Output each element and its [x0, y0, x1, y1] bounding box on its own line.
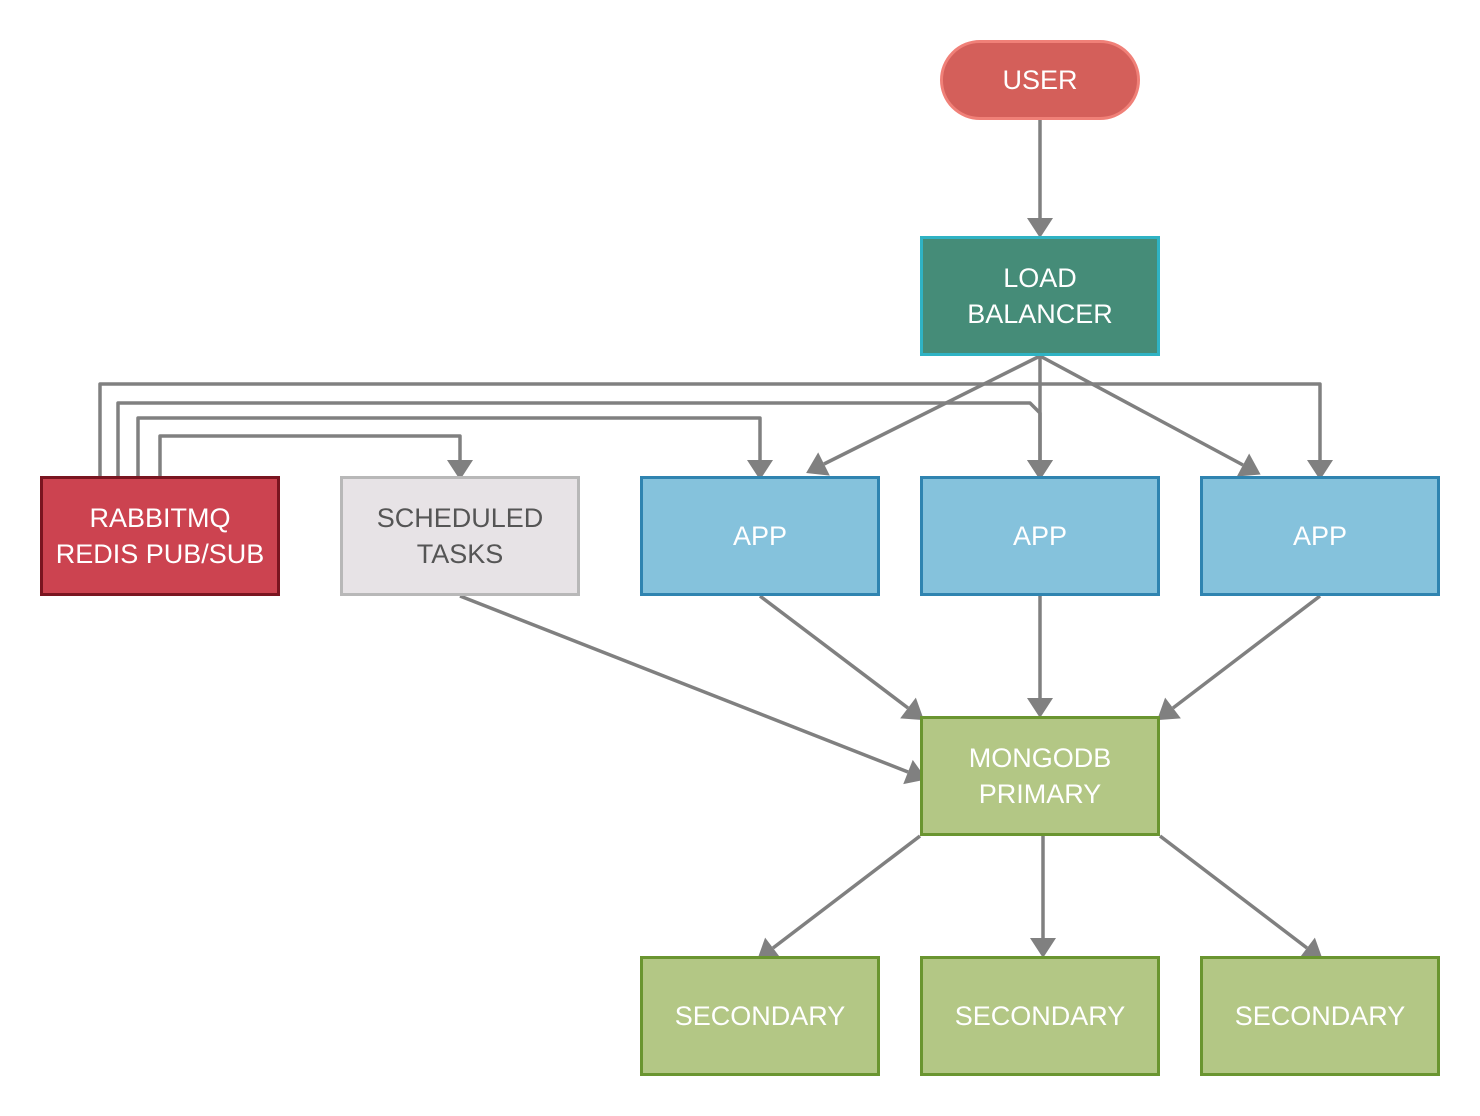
node-label: MONGODB	[969, 743, 1112, 773]
edge-line	[158, 434, 462, 476]
edge-line	[136, 416, 762, 476]
edge-mongodb_primary-to-secondary_3	[1158, 834, 1323, 961]
edge-rabbitmq-to-scheduled_tasks	[158, 434, 473, 480]
node-app-2: APP	[920, 476, 1160, 596]
node-label: PRIMARY	[979, 779, 1102, 809]
edge-line	[1039, 354, 1244, 467]
arrowhead-icon	[1236, 453, 1261, 477]
node-box	[40, 476, 280, 596]
node-label: REDIS PUB/SUB	[56, 539, 265, 569]
arrowhead-icon	[1027, 698, 1053, 718]
node-box	[1200, 956, 1440, 1076]
node-label: USER	[1002, 65, 1077, 95]
node-box	[920, 476, 1160, 596]
arrowhead-icon	[806, 452, 830, 476]
edge-app_1-to-mongodb_primary	[758, 594, 924, 721]
edge-load_balancer-to-app_3	[1039, 354, 1261, 477]
edge-line	[1171, 594, 1322, 710]
arrowhead-icon	[757, 937, 781, 961]
node-scheduled-tasks: SCHEDULED TASKS	[340, 476, 580, 596]
node-label: SECONDARY	[955, 1001, 1126, 1031]
node-label: BALANCER	[967, 299, 1113, 329]
edge-rabbitmq-to-app_3	[98, 382, 1333, 480]
edge-user-to-load_balancer	[1027, 120, 1053, 238]
edge-line	[758, 594, 910, 710]
node-label: APP	[1293, 521, 1347, 551]
node-app-1: APP	[640, 476, 880, 596]
edge-rabbitmq-to-app_1	[136, 416, 773, 480]
node-box	[920, 956, 1160, 1076]
node-app-3: APP	[1200, 476, 1440, 596]
node-secondary-1: SECONDARY	[640, 956, 880, 1076]
arrowhead-icon	[747, 460, 773, 480]
edge-mongodb_primary-to-secondary_2	[1030, 836, 1056, 958]
edges-layer	[98, 120, 1333, 961]
edge-line	[1158, 834, 1309, 950]
arrowhead-icon	[1030, 938, 1056, 958]
node-box	[1200, 476, 1440, 596]
edge-line	[771, 834, 922, 950]
arrowhead-icon	[900, 697, 924, 721]
node-load-balancer: LOAD BALANCER	[920, 236, 1160, 356]
arrowhead-icon	[1027, 460, 1053, 480]
node-label: SECONDARY	[1235, 1001, 1406, 1031]
node-mongodb-primary: MONGODB PRIMARY	[920, 716, 1160, 836]
edge-load_balancer-to-app_1	[806, 354, 1041, 476]
edge-scheduled_tasks-to-mongodb_primary	[459, 594, 927, 785]
node-box	[340, 476, 580, 596]
edge-line	[823, 354, 1041, 466]
node-box	[940, 40, 1140, 120]
node-label: SECONDARY	[675, 1001, 846, 1031]
arrowhead-icon	[1027, 218, 1053, 238]
arrowhead-icon	[1299, 937, 1323, 961]
node-box	[640, 476, 880, 596]
edge-line	[98, 382, 1322, 476]
edge-rabbitmq-to-app_2	[116, 401, 1053, 480]
edge-app_3-to-mongodb_primary	[1157, 594, 1322, 721]
node-label: TASKS	[417, 539, 504, 569]
edge-line	[459, 594, 909, 774]
nodes-layer: USER LOAD BALANCER RABBITMQ REDIS PUB/SUB SCH…	[40, 40, 1440, 1076]
edge-mongodb_primary-to-secondary_1	[757, 834, 922, 961]
node-secondary-2: SECONDARY	[920, 956, 1160, 1076]
edge-line	[116, 401, 1042, 476]
node-rabbitmq: RABBITMQ REDIS PUB/SUB	[40, 476, 280, 596]
arrowhead-icon	[1307, 460, 1333, 480]
node-box	[920, 716, 1160, 836]
node-label: LOAD	[1003, 263, 1077, 293]
edge-app_2-to-mongodb_primary	[1027, 596, 1053, 718]
node-box	[640, 956, 880, 1076]
node-user: USER	[940, 40, 1140, 120]
node-secondary-3: SECONDARY	[1200, 956, 1440, 1076]
node-label: APP	[733, 521, 787, 551]
node-label: APP	[1013, 521, 1067, 551]
node-box	[920, 236, 1160, 356]
node-label: RABBITMQ	[89, 503, 230, 533]
arrowhead-icon	[447, 460, 473, 480]
node-label: SCHEDULED	[377, 503, 544, 533]
arrowhead-icon	[1157, 697, 1181, 721]
